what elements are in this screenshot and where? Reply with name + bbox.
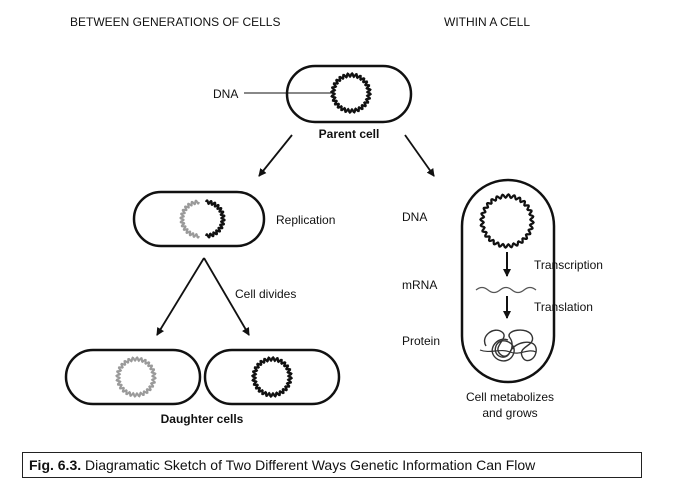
protein-fold <box>483 329 537 362</box>
figure-caption-number: Fig. 6.3. <box>29 457 82 473</box>
arrow-to-daughter-left <box>156 257 205 336</box>
mrna-label: mRNA <box>402 278 437 292</box>
replicating-cell-outline <box>132 190 266 248</box>
arrow-to-daughter-right <box>203 257 250 336</box>
parent-dna-ring <box>329 71 373 115</box>
protein-label: Protein <box>402 334 440 348</box>
figure-caption-text: Diagramatic Sketch of Two Different Ways… <box>81 457 536 473</box>
heading-between-generations: BETWEEN GENERATIONS OF CELLS <box>70 15 280 29</box>
arrow-to-within-cell <box>404 134 435 177</box>
replication-dna-new-half <box>179 199 200 239</box>
tall-cell-outline <box>460 178 556 384</box>
daughter-cells-label: Daughter cells <box>161 412 244 426</box>
protein-fold-tail <box>479 349 537 354</box>
replication-label: Replication <box>276 213 335 227</box>
cell-divides-label: Cell divides <box>235 287 296 301</box>
transcription-label: Transcription <box>534 258 603 272</box>
heading-within-cell: WITHIN A CELL <box>444 15 530 29</box>
parent-cell-label: Parent cell <box>319 127 380 141</box>
mrna-strand <box>475 286 537 294</box>
tall-cell-dna-ring <box>479 193 535 249</box>
figure-caption: Fig. 6.3. Diagramatic Sketch of Two Diff… <box>22 452 642 478</box>
parent-cell-outline <box>285 64 413 124</box>
and-grows-label: and grows <box>482 406 537 420</box>
translation-label: Translation <box>534 300 593 314</box>
dna-label-top: DNA <box>213 87 238 101</box>
daughter-cell-left-outline <box>64 348 202 406</box>
daughter-right-dna-ring <box>250 355 294 399</box>
daughter-left-dna-ring <box>115 356 157 398</box>
daughter-cell-right-outline <box>203 348 341 406</box>
cell-metabolizes-label: Cell metabolizes <box>466 390 554 404</box>
dna-label-right: DNA <box>402 210 427 224</box>
replication-dna-original-half <box>204 199 226 239</box>
arrow-to-replication <box>258 134 293 177</box>
